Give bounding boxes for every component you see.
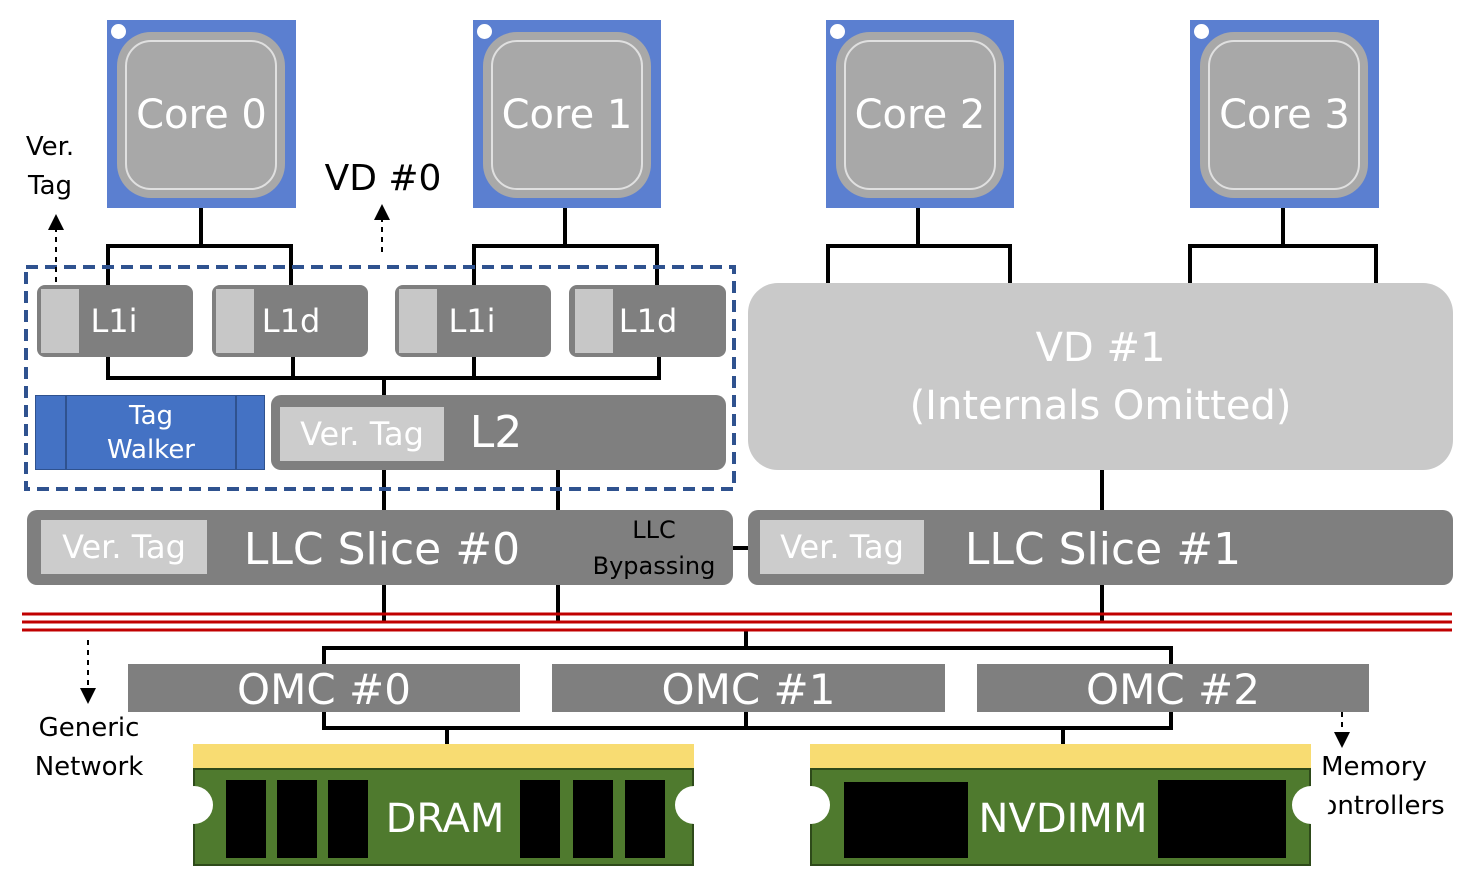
dram-notch-right [675, 786, 713, 824]
memory-controllers-annotation: Memory Controllers [1303, 752, 1445, 821]
omc-1-label: OMC #1 [661, 664, 836, 714]
core-1-die [483, 32, 651, 198]
core-0-inner [125, 40, 277, 190]
l1-ver-tag-block [575, 289, 613, 353]
core-3-pin-dot [1194, 24, 1209, 39]
dram-notch-left [175, 786, 213, 824]
dram-module: DRAM [175, 744, 713, 866]
l1d-label: L1d [618, 302, 678, 340]
generic-network-annotation: Generic Network [34, 713, 144, 782]
vd0-label: VD #0 [324, 157, 442, 199]
dram-chip [277, 780, 317, 858]
l1-ver-tag-block [399, 289, 437, 353]
tag-walker-left-divider [65, 396, 67, 469]
nvdimm-chip [844, 782, 968, 858]
core-3: Core 3 [1190, 20, 1379, 208]
dram-chip [625, 780, 665, 858]
dram-chip [328, 780, 368, 858]
l2-label: L2 [469, 407, 523, 458]
core-1-inner [491, 40, 643, 190]
core-2-pin-dot [830, 24, 845, 39]
l2-cache: Ver. Tag L2 [271, 395, 726, 470]
l1d-label: L1d [261, 302, 321, 340]
tag-walker: Tag Walker [35, 395, 265, 470]
nvdimm-module: NVDIMM [792, 744, 1330, 866]
llc-slice-1: Ver. Tag LLC Slice #1 [748, 510, 1453, 585]
omc-1: OMC #1 [552, 664, 945, 714]
vd1-block: VD #1 (Internals Omitted) [748, 283, 1453, 470]
dram-label: DRAM [385, 796, 505, 842]
dram-contact-edge [193, 744, 694, 768]
omc-0: OMC #0 [128, 664, 520, 714]
nvdimm-notch-left [792, 786, 830, 824]
llc-slice-0: Ver. Tag LLC Slice #0 [27, 510, 733, 585]
dram-chip [520, 780, 560, 858]
nvdimm-contact-edge [810, 744, 1311, 768]
l1i-cache-core-1: L1i [395, 285, 551, 357]
core-0-pin-dot [111, 24, 126, 39]
generic-network-bus [22, 612, 1452, 632]
l2-ver-tag: Ver. Tag [280, 407, 444, 461]
omc-2: OMC #2 [977, 664, 1369, 714]
l1d-cache-core-0: L1d [212, 285, 368, 357]
core-2-die [836, 32, 1004, 198]
l1-ver-tag-block [41, 289, 79, 353]
l1i-label: L1i [448, 302, 496, 340]
core-0-label: Core 0 [136, 92, 267, 138]
nvdimm-label: NVDIMM [978, 796, 1148, 842]
nvdimm-notch-right [1292, 786, 1330, 824]
core-0: Core 0 [107, 20, 296, 208]
ver-tag-annotation: Ver. Tag [25, 132, 75, 201]
core-2-label: Core 2 [854, 92, 986, 138]
llc1-ver-tag: Ver. Tag [760, 520, 924, 574]
core-3-die [1200, 32, 1368, 198]
tag-walker-label: Tag Walker [106, 400, 196, 465]
tag-walker-right-divider [235, 396, 237, 469]
l1i-label: L1i [90, 302, 138, 340]
llc0-ver-tag: Ver. Tag [41, 520, 207, 574]
l1-ver-tag-block [216, 289, 254, 353]
core-2-inner [844, 40, 996, 190]
llc0-label: LLC Slice #0 [243, 523, 521, 575]
llc1-label: LLC Slice #1 [964, 523, 1242, 575]
core-1-pin-dot [477, 24, 492, 39]
vd1-label: VD #1 (Internals Omitted) [909, 324, 1292, 429]
dram-chip [226, 780, 266, 858]
nvdimm-chip [1158, 780, 1286, 858]
core-1: Core 1 [473, 20, 661, 208]
core-2: Core 2 [826, 20, 1014, 208]
llc-bypassing-label: LLC Bypassing [592, 516, 716, 580]
l1i-cache-core-0: L1i [37, 285, 193, 357]
core-3-label: Core 3 [1219, 92, 1350, 138]
core-1-label: Core 1 [501, 92, 633, 138]
core-3-inner [1208, 40, 1360, 190]
l1d-cache-core-1: L1d [569, 285, 726, 357]
omc-0-label: OMC #0 [237, 664, 411, 714]
omc-2-label: OMC #2 [1086, 664, 1260, 714]
dram-chip [573, 780, 613, 858]
core-0-die [117, 32, 285, 198]
vd0-boundary [24, 265, 736, 491]
